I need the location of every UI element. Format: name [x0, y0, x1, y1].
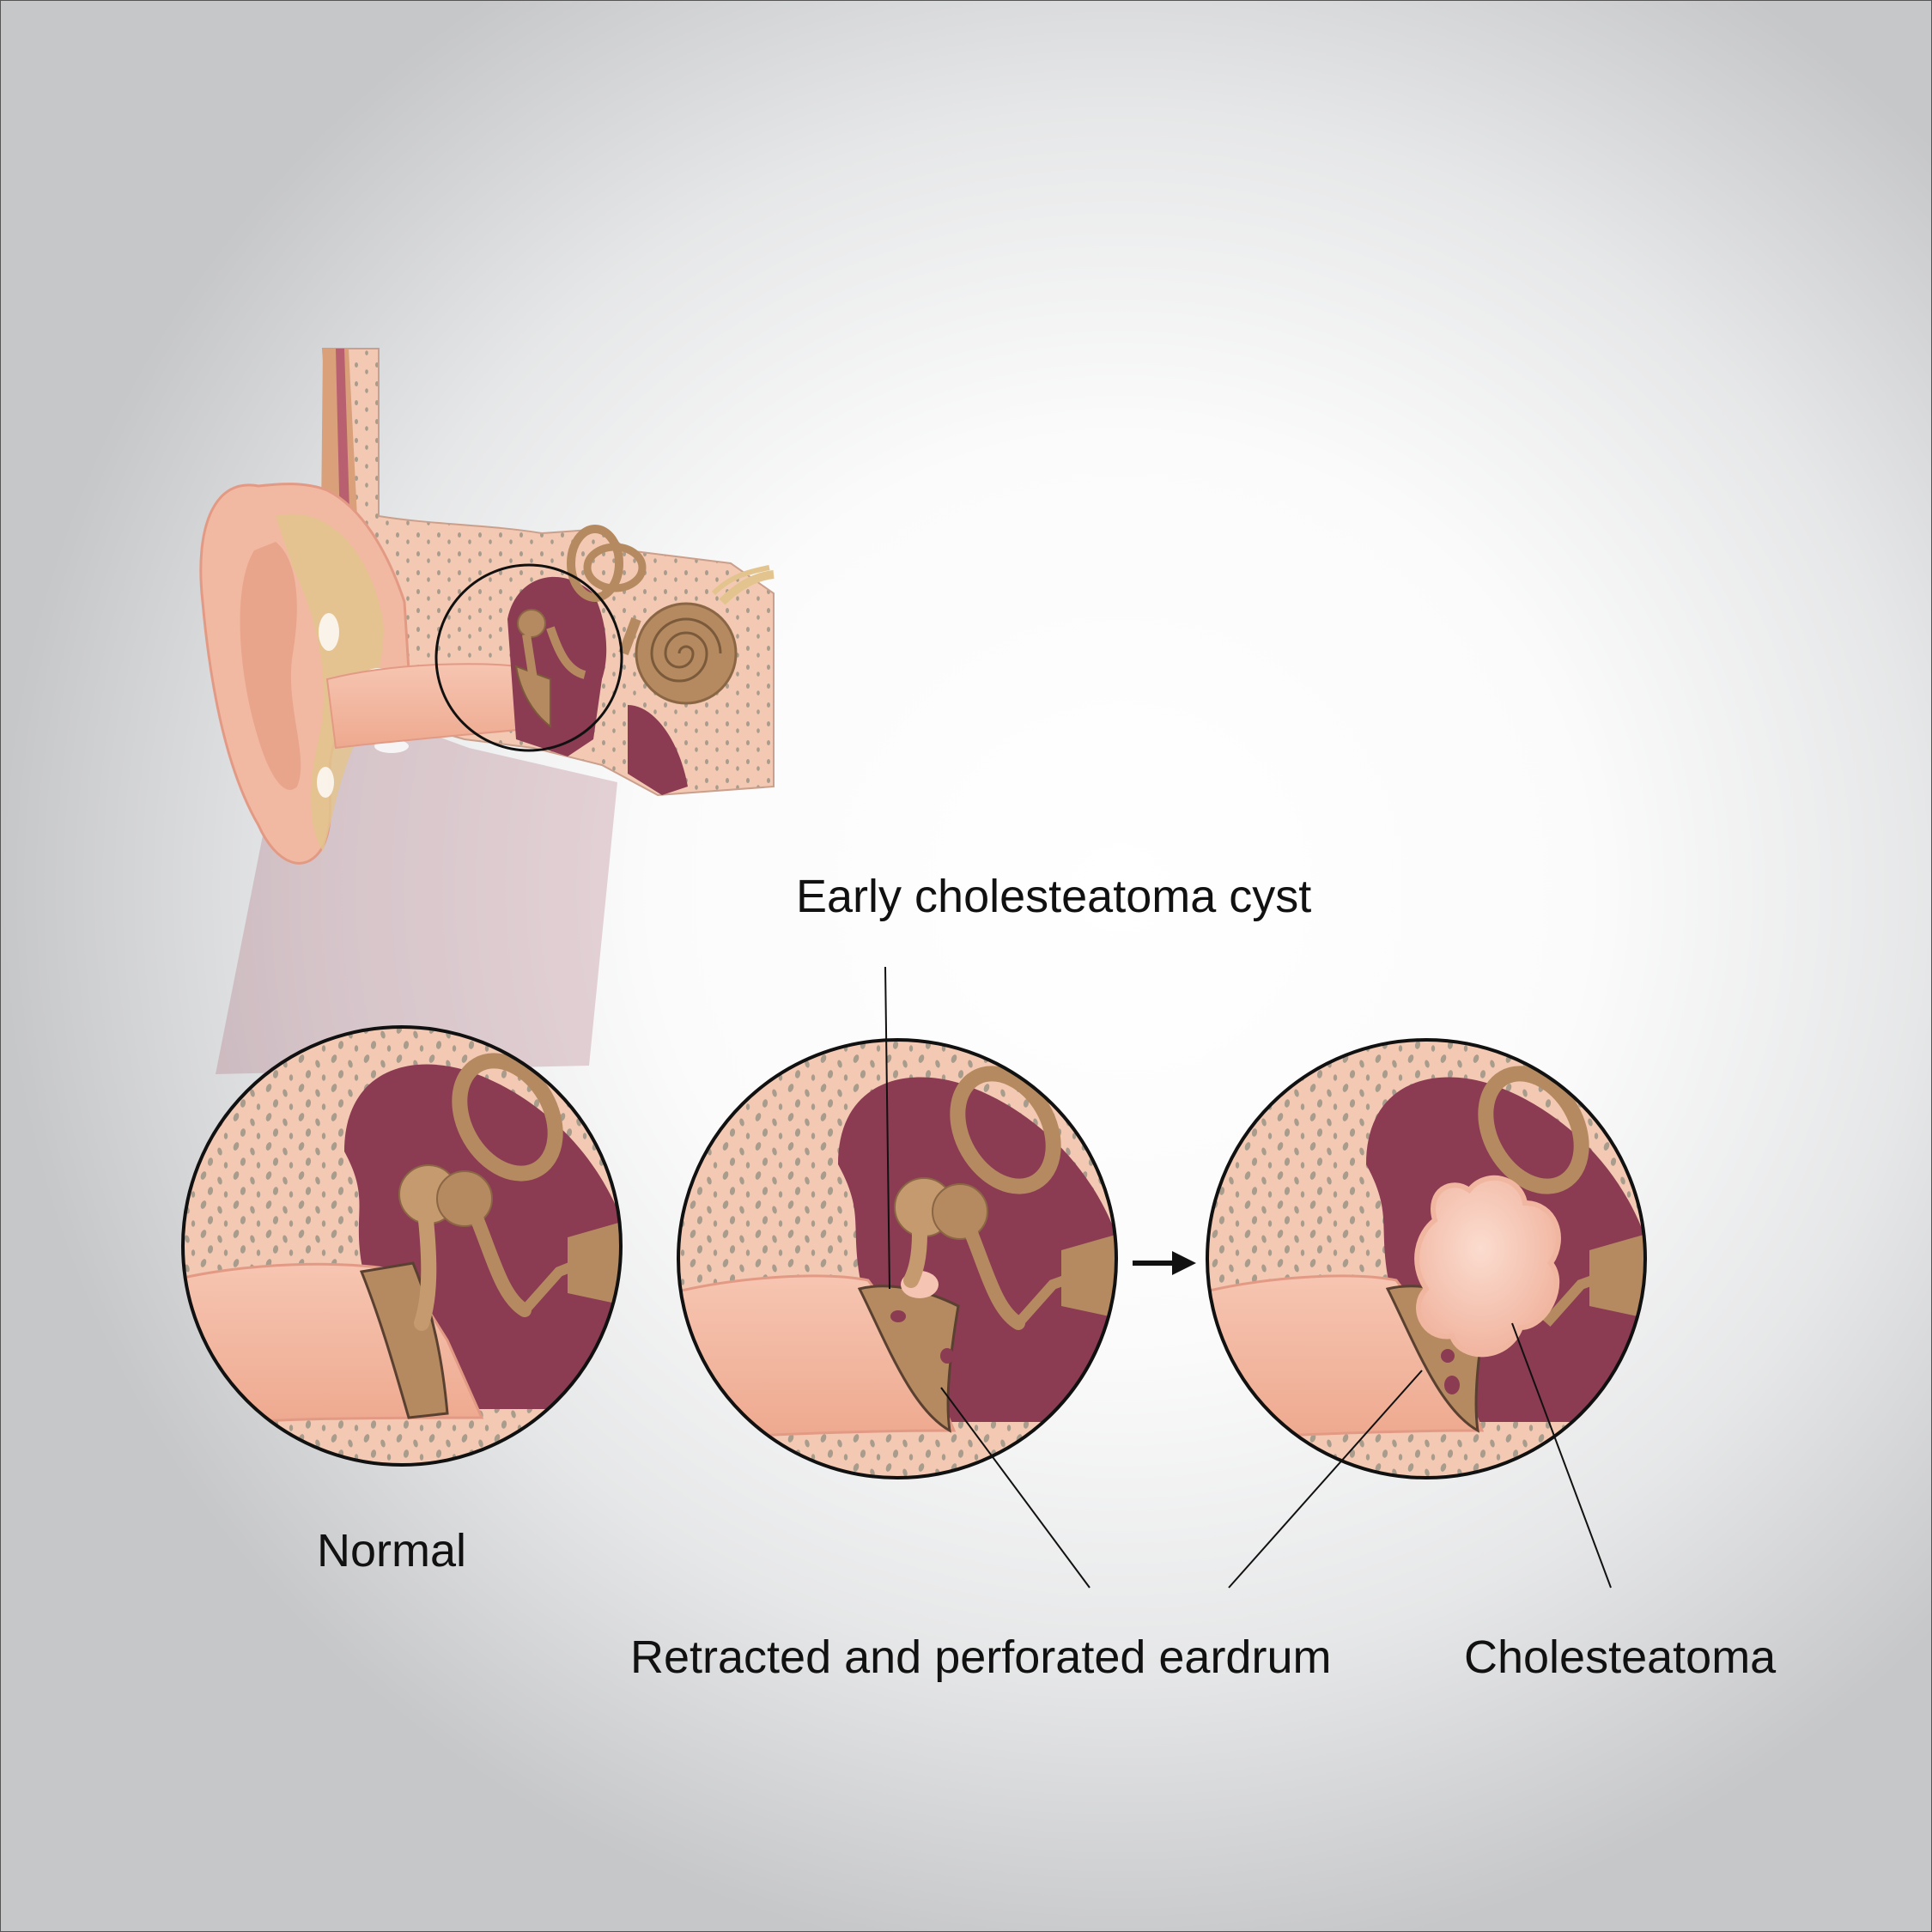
semicircular-canal — [452, 1053, 563, 1182]
detail-circle-cholesteatoma — [1206, 1038, 1647, 1479]
perforation — [1441, 1349, 1455, 1363]
stapes — [1542, 1262, 1631, 1327]
leader-retracted-circle2 — [940, 1387, 1091, 1589]
vestibule — [568, 1220, 621, 1306]
early-cyst-detail — [677, 1038, 1118, 1479]
pinna-fold — [240, 542, 301, 790]
cholesteatoma-mass — [1414, 1175, 1561, 1358]
leader-cholesteatoma — [1511, 1322, 1612, 1589]
semicircular-canal — [583, 543, 647, 592]
incus — [436, 1170, 493, 1227]
cartilage-highlight — [317, 767, 334, 798]
early-cyst-label: Early cholesteatoma cyst — [796, 871, 1312, 922]
eustachian-tube — [628, 705, 688, 795]
cochlea-spiral — [650, 617, 722, 683]
arrow-right-icon — [1133, 1251, 1196, 1275]
incus-process — [471, 1213, 532, 1317]
detail-circle-normal — [181, 1025, 623, 1467]
cholesteatoma-detail — [1206, 1038, 1647, 1479]
cartilage-highlight — [319, 613, 339, 651]
middle-ear-cavity — [507, 576, 607, 756]
perforation — [940, 1348, 954, 1364]
retracted-eardrum-label: Retracted and perforated eardrum — [630, 1631, 1332, 1683]
semicircular-canal — [950, 1066, 1061, 1194]
auditory-nerve — [711, 565, 770, 596]
normal-ear-detail — [181, 1025, 623, 1467]
auditory-nerve — [719, 570, 775, 605]
zoom-indicator-circle — [434, 563, 623, 752]
perforation — [890, 1310, 906, 1322]
incus — [522, 634, 549, 692]
incus — [932, 1183, 988, 1240]
malleus-handle — [414, 1212, 437, 1331]
vestibule — [618, 617, 641, 656]
vestibule — [1061, 1233, 1116, 1319]
malleus-handle — [903, 1225, 927, 1288]
stapes — [546, 626, 586, 679]
semicircular-canal — [1478, 1066, 1589, 1194]
leader-early-cyst — [884, 966, 890, 1290]
perforation — [1444, 1376, 1460, 1394]
incus-process — [964, 1226, 1025, 1330]
semicircular-canal — [567, 525, 623, 602]
cholesteatoma-label: Cholesteatoma — [1464, 1631, 1777, 1683]
leader-retracted-circle3 — [1228, 1370, 1423, 1589]
detail-circle-early — [677, 1038, 1118, 1479]
malleus — [517, 609, 546, 638]
ear-cross-section — [199, 348, 775, 1074]
normal-label: Normal — [317, 1525, 467, 1577]
